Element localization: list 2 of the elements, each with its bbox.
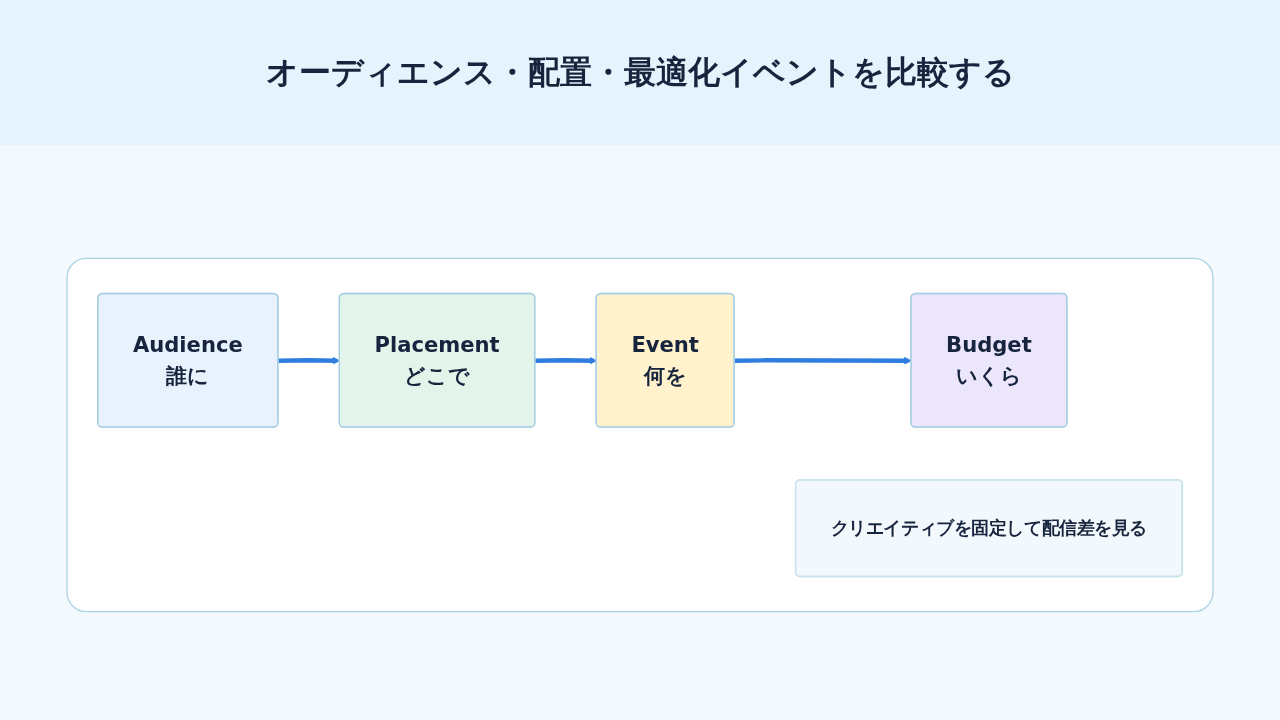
page-title: オーディエンス・配置・最適化イベントを比較する	[265, 51, 1015, 93]
cluster	[66, 257, 1214, 613]
